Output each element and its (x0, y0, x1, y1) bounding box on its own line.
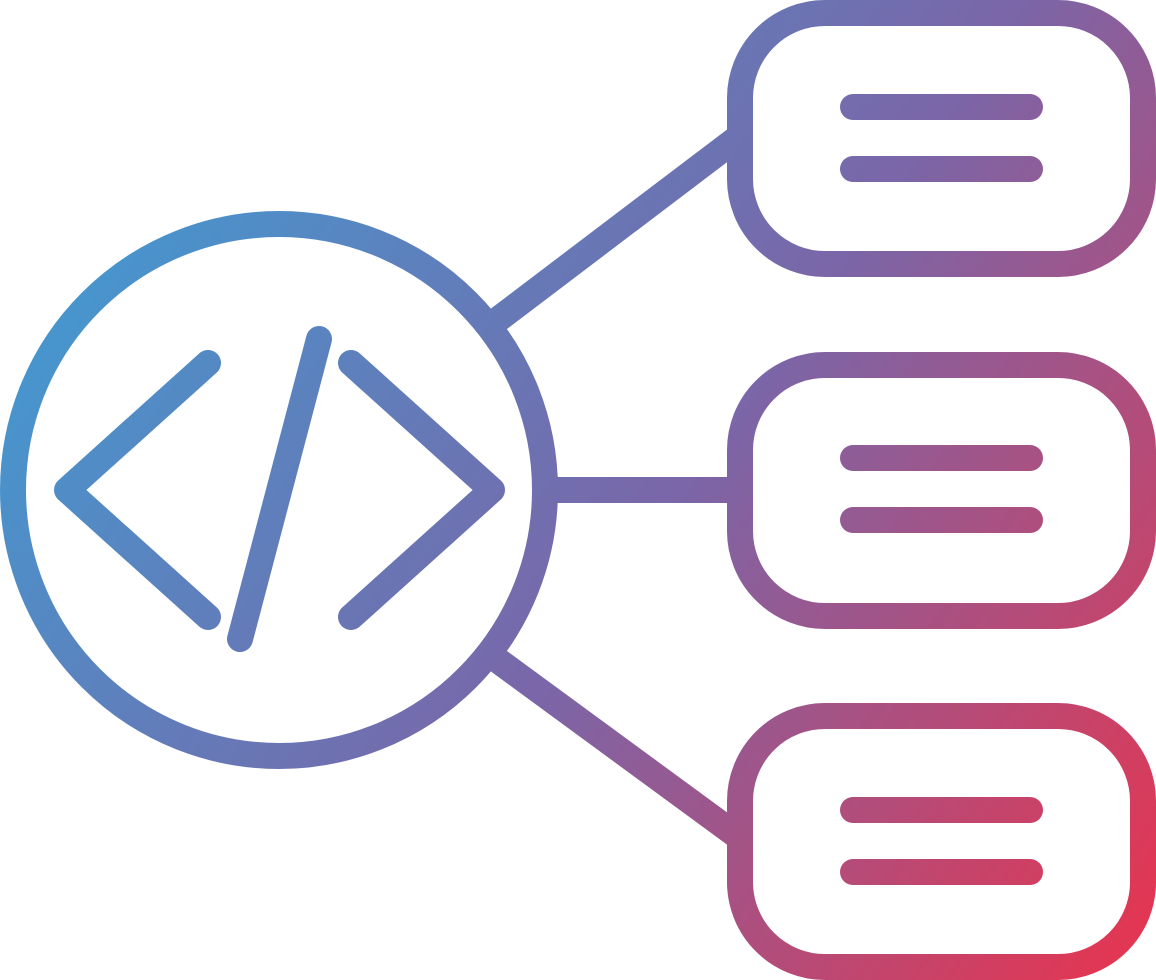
right-angle-bracket (338, 350, 505, 630)
code-brackets-icon (54, 326, 505, 652)
connector-bottom (487, 649, 753, 851)
code-circle (0, 211, 558, 769)
slash (227, 326, 332, 652)
list-box-top (727, 0, 1156, 277)
list-box-bottom (727, 703, 1156, 980)
connector-top (487, 123, 753, 331)
left-angle-bracket (54, 350, 221, 630)
list-box-middle (727, 352, 1156, 629)
